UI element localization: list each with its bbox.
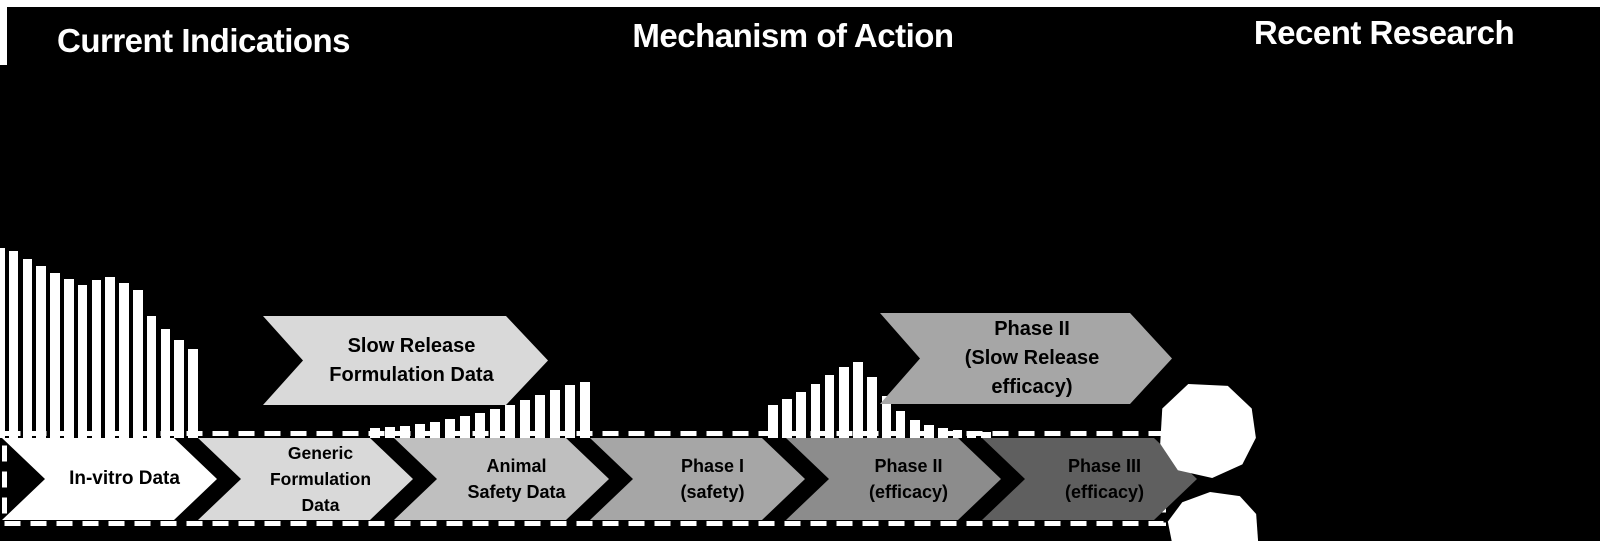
peak-and-taper-curve-bar — [966, 431, 977, 438]
gradual-rise-curve-bar — [400, 426, 410, 438]
stage-label-line: (safety) — [680, 482, 745, 502]
peak-and-taper-curve-bar — [881, 396, 892, 438]
callout-label-line: Slow Release — [347, 334, 476, 357]
gradual-rise-curve-bar — [370, 428, 380, 438]
pipeline-stage-label: In-vitro Data — [42, 438, 207, 520]
gradual-rise-curve-bar — [475, 413, 485, 438]
gradual-rise-curve-bar — [580, 382, 590, 438]
callout-label: Phase II (Slow Release efficacy) — [926, 313, 1138, 404]
burst-decline-curve-bar — [105, 277, 115, 438]
burst-decline-curve-bar — [77, 285, 88, 438]
section-title-recent-research: Recent Research — [1253, 14, 1515, 51]
stage-label-line: In-vitro Data — [69, 468, 180, 489]
pipeline-stage-6: Phase III (efficacy) — [982, 438, 1197, 520]
gradual-rise-curve-bar — [460, 416, 470, 438]
gradual-rise-curve-bar — [490, 409, 500, 438]
burst-decline-curve-bar — [8, 251, 19, 438]
peak-and-taper-curve-bar — [853, 362, 863, 438]
callout-phase2-slow-release: Phase II (Slow Release efficacy) — [880, 313, 1172, 404]
burst-decline-curve-bar — [160, 329, 171, 438]
page-left-edge — [0, 0, 7, 65]
stage-label-line: Animal — [486, 456, 547, 476]
burst-decline-curve-bar — [0, 248, 5, 438]
section-title-current-indications: Current Indications — [57, 22, 351, 59]
peak-and-taper-curve-bar — [796, 392, 806, 438]
burst-decline-curve-bar — [91, 280, 102, 438]
gradual-rise-curve-bar — [535, 395, 545, 438]
gradual-rise-curve-bar — [550, 390, 560, 438]
peak-and-taper-curve-bar — [910, 420, 920, 438]
burst-decline-curve-bar — [146, 316, 157, 438]
callout-label-line: (Slow Release efficacy) — [964, 347, 1100, 398]
stage-label-line: Generic — [287, 443, 354, 463]
peak-and-taper-curve-bar — [839, 367, 849, 438]
pipeline-stage-label: Phase II (efficacy) — [826, 438, 991, 520]
page-top-edge — [0, 0, 1600, 7]
burst-decline-curve-bar — [50, 273, 60, 438]
burst-decline-curve-bar — [174, 340, 184, 438]
peak-and-taper-curve-bar — [782, 399, 792, 438]
peak-and-taper-curve-bar — [981, 432, 991, 438]
burst-decline-curve-bar — [119, 283, 129, 438]
peak-and-taper-curve-bar — [952, 430, 963, 438]
pipeline-stage-1: In-vitro Data — [2, 438, 217, 520]
peak-and-taper-curve-bar — [938, 428, 948, 438]
gradual-rise-curve-bar — [505, 405, 515, 438]
gradual-rise-curve-bar — [385, 427, 395, 438]
pipeline-stage-label: Phase III (efficacy) — [1022, 438, 1187, 520]
burst-decline-curve-bar — [188, 349, 198, 438]
stage-label-line: Phase III — [1067, 456, 1142, 476]
pipeline-stage-4: Phase I (safety) — [590, 438, 805, 520]
section-title-mechanism-of-action: Mechanism of Action — [632, 17, 954, 54]
stage-label-line: Phase I — [680, 456, 745, 476]
callout-label-line: Formulation Data — [329, 363, 494, 386]
stage-label-line: Data — [301, 495, 340, 515]
stage-label-line: Phase II — [874, 456, 943, 476]
peak-and-taper-curve-bar — [895, 411, 906, 438]
peak-and-taper-curve-bar — [768, 405, 778, 438]
pipeline-stage-5: Phase II (efficacy) — [786, 438, 1001, 520]
burst-decline-curve-bar — [22, 259, 33, 438]
gradual-rise-curve-bar — [430, 422, 440, 438]
peak-and-taper-curve-bar — [824, 375, 835, 438]
stage-label-line: (efficacy) — [868, 482, 949, 502]
stage-label-line: Safety Data — [467, 482, 566, 502]
gradual-rise-curve-bar — [445, 419, 455, 438]
burst-decline-curve-bar — [64, 279, 74, 438]
callout-label-line: Phase II — [994, 318, 1070, 340]
peak-and-taper-curve-bar — [924, 425, 934, 438]
stage-label-line: (efficacy) — [1064, 482, 1145, 502]
gradual-rise-curve-bar — [565, 385, 575, 438]
pipeline-stage-label: Phase I (safety) — [630, 438, 795, 520]
stage-label-line: Formulation — [269, 469, 372, 489]
gradual-rise-curve-bar — [520, 400, 530, 438]
peak-and-taper-curve-bar — [867, 377, 877, 438]
endpoint-burst-icon — [1160, 383, 1256, 479]
burst-decline-curve-bar — [36, 266, 46, 438]
gradual-rise-curve-bar — [415, 424, 425, 438]
peak-and-taper-curve-bar — [810, 384, 821, 438]
burst-decline-curve-bar — [133, 290, 143, 438]
